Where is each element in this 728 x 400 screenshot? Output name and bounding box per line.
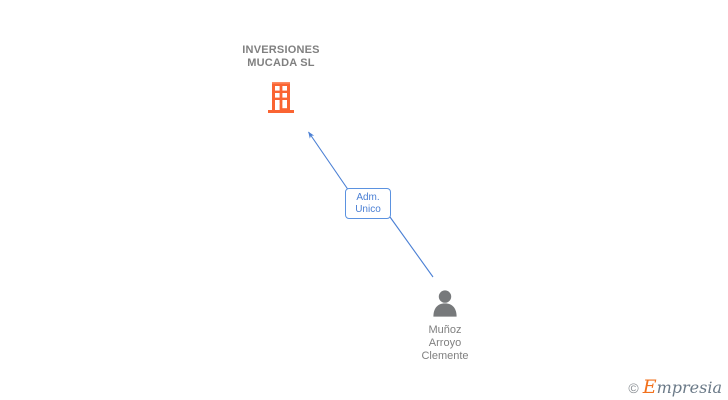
copyright-icon: © xyxy=(628,379,639,396)
person-to-relation-line xyxy=(389,216,434,278)
logo-initial-letter: E xyxy=(642,376,657,398)
relation-to-company-arrow xyxy=(308,131,350,192)
logo-wordmark: Empresia xyxy=(643,378,722,397)
relation-label-text: Adm. Unico xyxy=(355,191,381,215)
company-node[interactable]: INVERSIONES MUCADA SL xyxy=(191,44,371,115)
person-name-label: Muñoz Arroyo Clemente xyxy=(421,324,469,362)
company-icon-wrap xyxy=(191,79,371,115)
company-name-label: INVERSIONES MUCADA SL xyxy=(242,44,320,69)
logo-rest-letters: mpresia xyxy=(656,378,722,397)
empresia-logo[interactable]: © Empresia xyxy=(628,378,722,397)
person-icon xyxy=(433,290,457,317)
building-icon xyxy=(268,82,294,113)
person-icon-wrap xyxy=(356,288,534,318)
person-node[interactable]: Muñoz Arroyo Clemente xyxy=(356,288,534,363)
relation-label-box[interactable]: Adm. Unico xyxy=(345,188,391,219)
